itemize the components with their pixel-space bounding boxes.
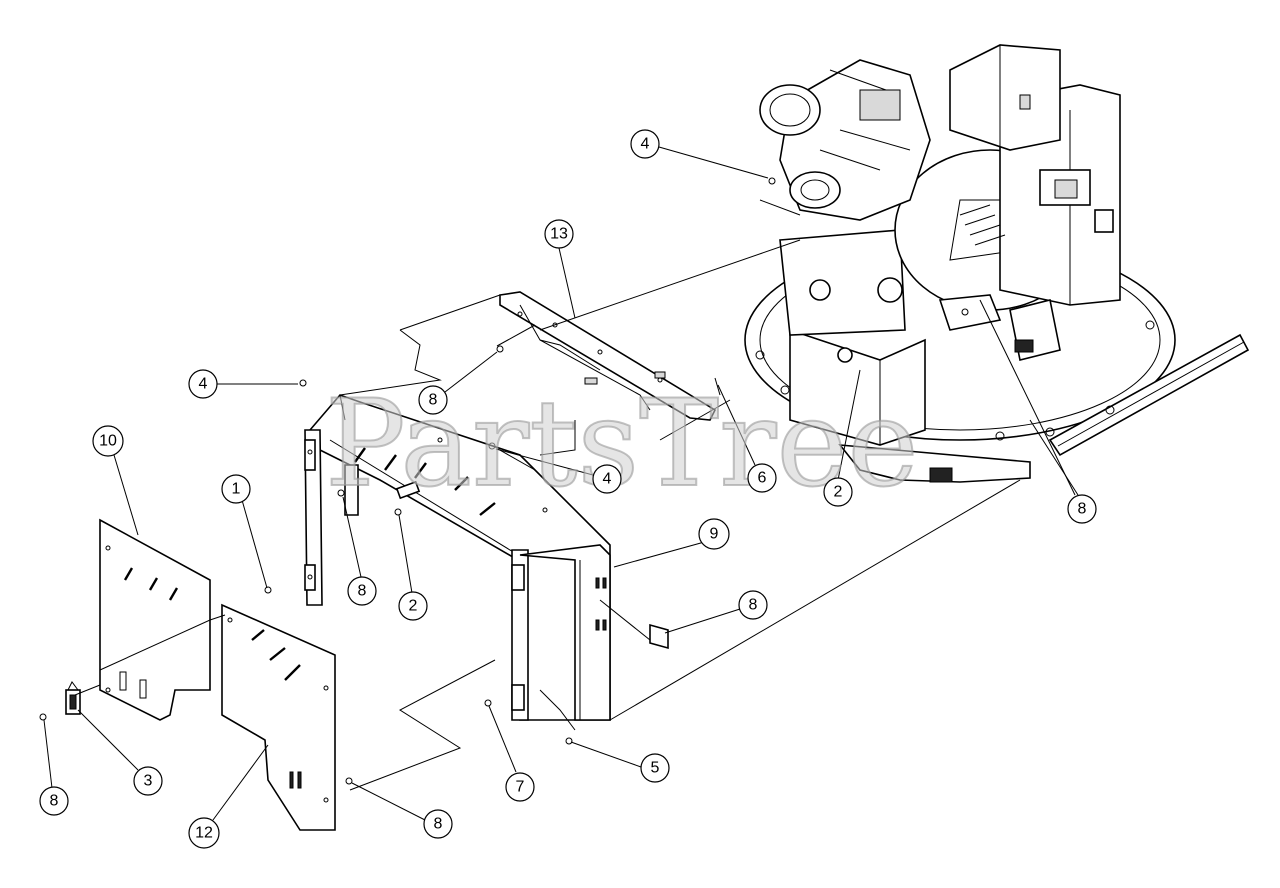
part-11-left-panel: [99, 518, 211, 721]
svg-text:4: 4: [199, 376, 208, 393]
svg-text:8: 8: [434, 816, 443, 833]
callout-8: 8: [423, 809, 453, 839]
svg-text:12: 12: [195, 825, 213, 842]
callout-8: 8: [418, 385, 448, 415]
svg-text:8: 8: [429, 392, 438, 409]
svg-text:4: 4: [641, 136, 650, 153]
callout-4: 4: [592, 464, 622, 494]
callout-13: 13: [544, 219, 574, 249]
callout-3: 3: [133, 766, 163, 796]
callout-8: 8: [347, 576, 377, 606]
callout-4: 4: [188, 369, 218, 399]
callout-10: 9: [698, 518, 730, 550]
svg-text:9: 9: [710, 526, 719, 543]
svg-text:10: 10: [99, 433, 117, 450]
svg-text:8: 8: [358, 583, 367, 600]
callout-6: 6: [747, 463, 777, 493]
callout-1: 1: [221, 474, 251, 504]
callout-2: 2: [823, 477, 853, 507]
callout-5: 5: [640, 753, 670, 783]
callout-4: 4: [630, 129, 660, 159]
callout-2: 2: [398, 591, 428, 621]
svg-text:2: 2: [834, 484, 843, 501]
svg-text:8: 8: [50, 793, 59, 810]
svg-text:8: 8: [749, 597, 758, 614]
svg-text:2: 2: [409, 598, 418, 615]
callouts: 13 4 4 4 8 6 2 8 9 8 10 1 8 2 3 8 12 8 7…: [39, 129, 1097, 849]
svg-text:7: 7: [516, 779, 525, 796]
svg-text:13: 13: [550, 226, 568, 243]
screen-mesh: [959, 204, 1006, 246]
callout-9: 8: [738, 590, 768, 620]
fasteners: [39, 177, 776, 785]
callout-8: 8: [39, 786, 69, 816]
main-shroud: [304, 394, 611, 721]
callout-11: 10: [92, 425, 124, 457]
engine-assembly: [744, 44, 1250, 483]
callout-8: 8: [1067, 494, 1097, 524]
part-9-bracket: [649, 623, 669, 650]
callout-7: 7: [505, 772, 535, 802]
leader-lines: [43, 146, 1079, 821]
svg-text:1: 1: [232, 481, 241, 498]
assembly-lines: [74, 199, 1021, 791]
svg-text:3: 3: [144, 773, 153, 790]
svg-text:4: 4: [603, 471, 612, 488]
callout-12: 12: [188, 817, 220, 849]
part-13-top-rail: [499, 291, 717, 421]
svg-text:6: 6: [758, 470, 767, 487]
part-12-front-panel: [221, 603, 336, 831]
svg-text:8: 8: [1078, 501, 1087, 518]
part-3-latch: [65, 681, 81, 715]
svg-text:5: 5: [651, 760, 660, 777]
